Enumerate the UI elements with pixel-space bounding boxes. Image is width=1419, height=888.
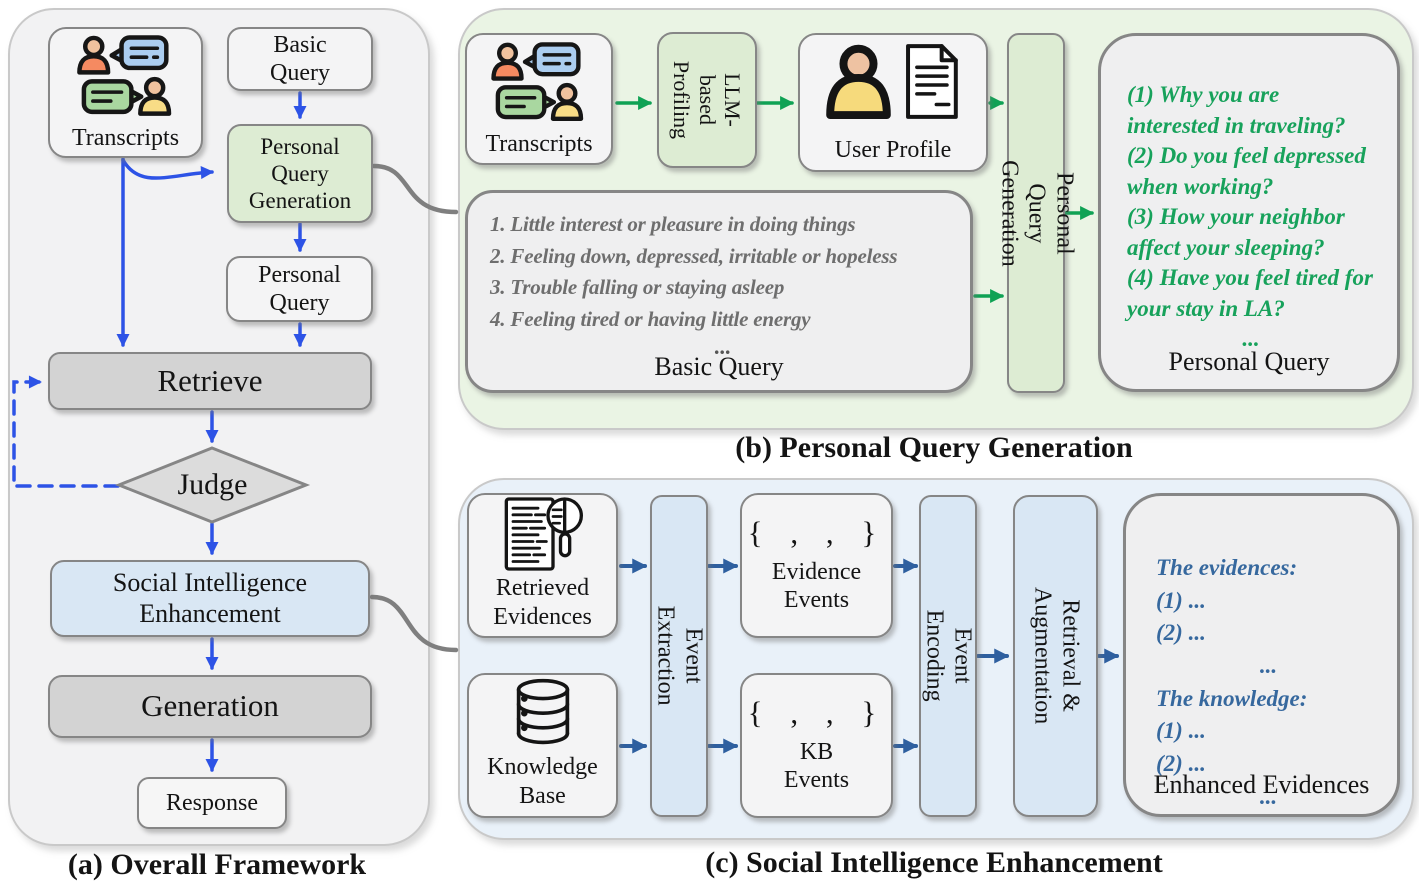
knowledge-base-node: Knowledge Base: [467, 673, 618, 818]
personal-query-generation-vertical-node: Personal Query Generation: [996, 33, 1077, 393]
transcripts-label: Transcripts: [71, 124, 180, 151]
personal-query-generation-vertical-label: Personal Query Generation: [996, 159, 1078, 267]
llm-based-profiling-label: LLM- based Profiling: [669, 60, 745, 140]
user-profile-icon: [813, 35, 973, 136]
retrieved-evidences-icon: [493, 494, 593, 574]
retrieved-evidences-label: Retrieved Evidences: [493, 575, 592, 630]
social-intelligence-enhancement-label: Social Intelligence Enhancement: [112, 567, 308, 628]
personal-query-box-label: Personal Query: [1168, 347, 1330, 376]
response-node: Response: [137, 777, 287, 829]
retrieve-node: Retrieve: [48, 352, 372, 410]
basic-query-ellipsis: ...: [714, 334, 732, 359]
event-encoding-label: Event Encoding: [922, 610, 976, 702]
event-extraction-label: Event Extraction: [653, 606, 707, 706]
kb-events-label: KB Events: [783, 738, 850, 793]
enhanced-evidences-line: ...: [1259, 783, 1278, 809]
transcripts-label: Transcripts: [485, 130, 593, 157]
evidence-events-label: Evidence Events: [771, 558, 862, 613]
personal-query-generation-node: Personal Query Generation: [227, 124, 373, 223]
retrieve-label: Retrieve: [157, 362, 263, 398]
evidence-events-node: { , , } Evidence Events: [740, 493, 893, 638]
kb-events-symbol: { , , }: [747, 694, 886, 730]
user-profile-label: User Profile: [834, 136, 952, 163]
basic-query-item: 2. Feeling down, depressed, irritable or…: [490, 243, 898, 268]
personal-query-question: (2) Do you feel depressed when working?: [1127, 143, 1366, 199]
event-extraction-node: Event Extraction: [650, 495, 708, 817]
enhanced-evidences-line: (2) ...: [1156, 750, 1206, 776]
basic-query-item: 4. Feeling tired or having little energy: [490, 306, 811, 331]
transcripts-node: Transcripts: [48, 27, 203, 158]
caption-b: (b) Personal Query Generation: [735, 431, 1133, 464]
personal-query-question: (4) Have you feel tired for your stay in…: [1127, 265, 1373, 322]
transcripts-icon: [485, 35, 593, 130]
social-intelligence-enhancement-node: Social Intelligence Enhancement: [50, 560, 370, 637]
basic-query-item: 1. Little interest or pleasure in doing …: [490, 212, 856, 236]
transcripts-icon: [70, 29, 182, 124]
basic-query-item: 3. Trouble falling or staying asleep: [490, 275, 785, 299]
personal-query-ellipsis: ...: [1242, 325, 1260, 351]
enhanced-evidences-content-box: The evidences: (1) ... (2) ... ... The k…: [1123, 493, 1400, 817]
enhanced-evidences-line: ...: [1259, 652, 1278, 678]
retrieval-augmentation-label: Retrieval & Augmentation: [1029, 587, 1084, 725]
basic-query-label: Basic Query: [270, 31, 330, 86]
basic-query-content-box: 1. Little interest or pleasure in doing …: [465, 190, 973, 393]
enhanced-evidences-line: The knowledge:: [1156, 685, 1308, 711]
personal-query-node: Personal Query: [226, 256, 373, 322]
knowledge-base-icon: [501, 675, 585, 753]
transcripts-node-b: Transcripts: [465, 33, 613, 165]
kb-events-node: { , , } KB Events: [740, 673, 893, 818]
retrieved-evidences-node: Retrieved Evidences: [467, 493, 618, 638]
caption-a: (a) Overall Framework: [67, 848, 367, 881]
generation-label: Generation: [141, 688, 279, 724]
personal-query-generation-label: Personal Query Generation: [248, 133, 352, 214]
basic-query-box-label: Basic Query: [654, 352, 784, 381]
caption-c: (c) Social Intelligence Enhancement: [705, 846, 1163, 879]
personal-query-question: (3) How your neighbor affect your sleepi…: [1127, 204, 1345, 260]
generation-node: Generation: [48, 675, 372, 738]
enhanced-evidences-line: (2) ...: [1156, 620, 1206, 646]
personal-query-label: Personal Query: [258, 261, 341, 316]
judge-label: Judge: [177, 468, 248, 501]
event-encoding-node: Event Encoding: [919, 495, 977, 817]
response-label: Response: [166, 789, 258, 816]
enhanced-evidences-line: (1) ...: [1156, 587, 1206, 613]
retrieval-augmentation-node: Retrieval & Augmentation: [1013, 495, 1098, 817]
personal-query-question: (1) Why you are interested in traveling?: [1127, 82, 1346, 138]
enhanced-evidences-line: The evidences:: [1156, 555, 1298, 580]
basic-query-node: Basic Query: [227, 27, 373, 91]
evidence-events-symbol: { , , }: [747, 514, 886, 550]
user-profile-node: User Profile: [798, 33, 988, 172]
llm-based-profiling-node: LLM- based Profiling: [657, 32, 757, 168]
personal-query-content-box: (1) Why you are interested in traveling?…: [1098, 33, 1400, 392]
enhanced-evidences-box-label: Enhanced Evidences: [1153, 770, 1370, 799]
knowledge-base-label: Knowledge Base: [487, 754, 598, 809]
enhanced-evidences-line: (1) ...: [1156, 718, 1206, 744]
